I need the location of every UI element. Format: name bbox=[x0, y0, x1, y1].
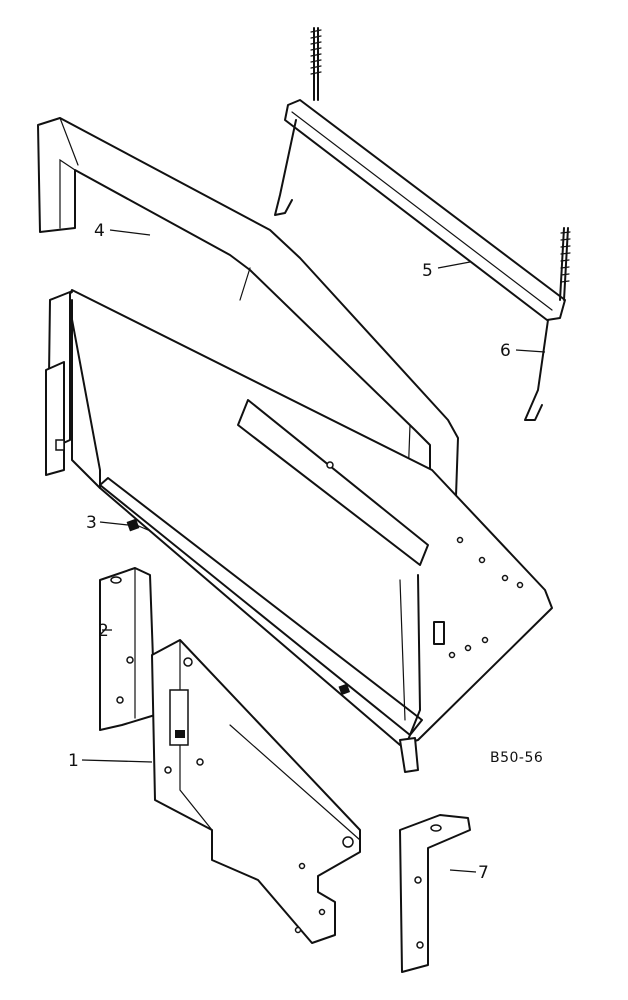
callout-5: 5 bbox=[422, 261, 433, 281]
leader-line-1 bbox=[81, 759, 153, 763]
callout-1: 1 bbox=[68, 751, 79, 771]
leader-line-6 bbox=[515, 349, 546, 353]
callout-7: 7 bbox=[478, 863, 489, 883]
part-5-clamp-bar bbox=[284, 99, 566, 321]
part-1-mounting-plate bbox=[151, 639, 361, 944]
leader-line-4 bbox=[109, 229, 151, 236]
callout-6: 6 bbox=[500, 341, 511, 361]
leader-line-5 bbox=[437, 261, 471, 269]
part-6-hook-bolt-left bbox=[274, 27, 322, 216]
leader-line-3 bbox=[99, 521, 129, 526]
leader-line-7 bbox=[449, 869, 477, 873]
part-3-bolt bbox=[126, 518, 351, 696]
part-6-hook-bolt-right bbox=[524, 227, 571, 421]
callout-4: 4 bbox=[94, 221, 105, 241]
callout-3: 3 bbox=[86, 513, 97, 533]
drawing-code: B50-56 bbox=[490, 750, 543, 766]
callout-2: 2 bbox=[98, 621, 109, 641]
part-2-bracket bbox=[99, 567, 156, 731]
battery-tray bbox=[45, 289, 553, 773]
part-7-bracket bbox=[399, 814, 471, 973]
